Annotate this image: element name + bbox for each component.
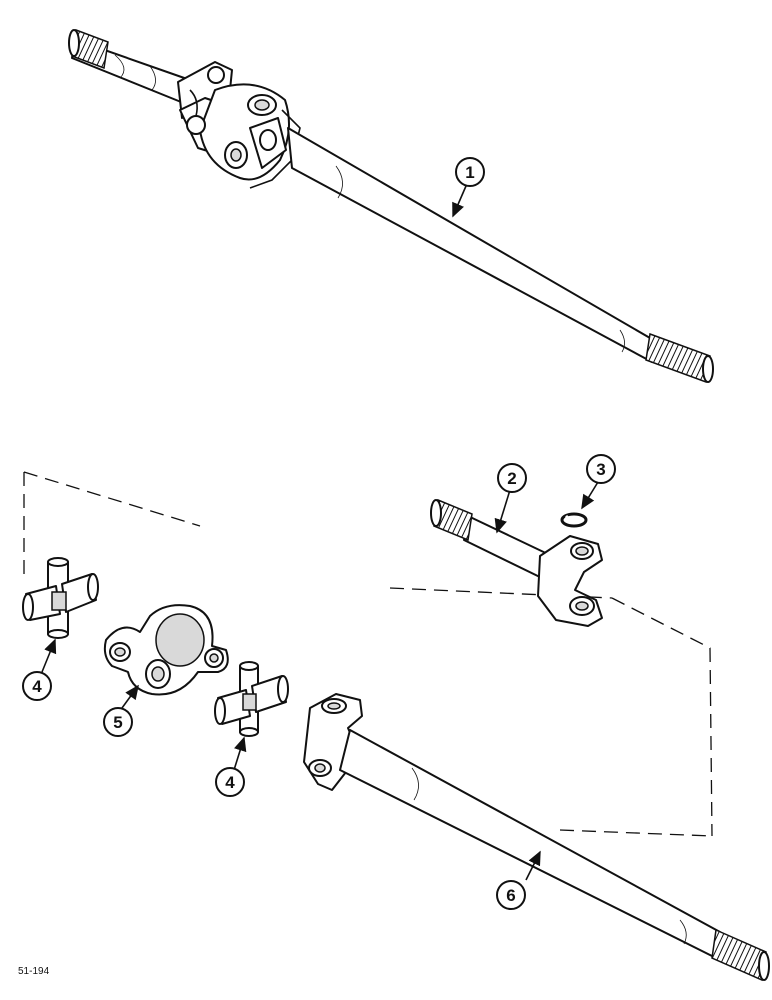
callout-4-center-label: 4 xyxy=(225,773,235,792)
axle-shaft-assembly xyxy=(68,28,714,384)
callout-4-center: 4 xyxy=(215,767,245,797)
callout-5-label: 5 xyxy=(113,713,122,732)
callout-3: 3 xyxy=(586,454,616,484)
u-joint-cross-left xyxy=(22,557,99,639)
assembly-dashed-outline xyxy=(23,471,713,837)
callout-5: 5 xyxy=(103,707,133,737)
callout-6-label: 6 xyxy=(506,886,515,905)
callout-6: 6 xyxy=(496,880,526,910)
figure-code: 51-194 xyxy=(18,966,50,977)
center-coupling-yoke xyxy=(103,604,229,696)
u-joint-cross-center xyxy=(214,661,289,737)
inner-shaft-with-yoke xyxy=(430,498,603,627)
snap-ring xyxy=(560,512,588,528)
outer-shaft-with-yoke xyxy=(303,693,770,982)
callout-4-left: 4 xyxy=(22,671,52,701)
callout-1-label: 1 xyxy=(465,163,474,182)
callout-4-left-label: 4 xyxy=(32,677,42,696)
double-cardan-yoke xyxy=(177,61,301,189)
right-spline xyxy=(645,332,711,384)
callout-1: 1 xyxy=(455,157,485,187)
callout-2-label: 2 xyxy=(507,469,516,488)
callout-3-label: 3 xyxy=(596,460,605,479)
callout-2: 2 xyxy=(497,463,527,493)
